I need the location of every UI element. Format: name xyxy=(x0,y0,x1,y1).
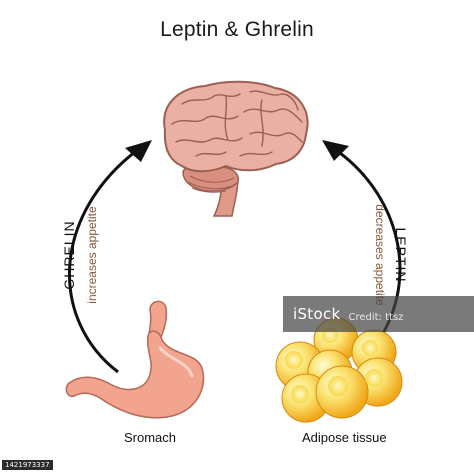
leptin-arrowhead xyxy=(322,140,349,161)
brain-illustration xyxy=(163,80,309,217)
fat-cell-core xyxy=(291,385,309,403)
ghrelin-arrow xyxy=(68,146,141,374)
stomach-illustration xyxy=(65,300,205,419)
leptin-label: LEPTIN xyxy=(393,227,409,282)
fat-cell-core xyxy=(285,351,303,369)
adipose-label: Adipose tissue xyxy=(302,430,387,445)
adipose-tissue-illustration xyxy=(275,317,403,423)
watermark-credit: Credit: ttsz xyxy=(348,311,404,323)
watermark-text: iStock xyxy=(293,305,341,323)
ghrelin-label: GHRELIN xyxy=(61,220,77,289)
stomach-label: Sromach xyxy=(124,430,177,445)
stomach-highlight xyxy=(158,346,194,378)
cerebellum-lines xyxy=(187,175,235,193)
fat-cell-core xyxy=(362,340,378,356)
stock-id: 1421973337 xyxy=(2,460,53,470)
fat-cell-core xyxy=(328,376,348,396)
stock-watermark: iStock Credit: ttsz xyxy=(283,296,474,332)
diagram-title: Leptin & Ghrelin xyxy=(160,18,314,41)
ghrelin-arrowhead xyxy=(125,140,152,162)
leptin-effect: decreases appetite xyxy=(373,204,387,306)
cerebrum xyxy=(163,80,309,173)
ghrelin-effect: increases appetite xyxy=(85,206,99,304)
brain-folds xyxy=(171,90,303,157)
stomach-body xyxy=(65,330,205,419)
fat-cell-core xyxy=(365,369,383,387)
